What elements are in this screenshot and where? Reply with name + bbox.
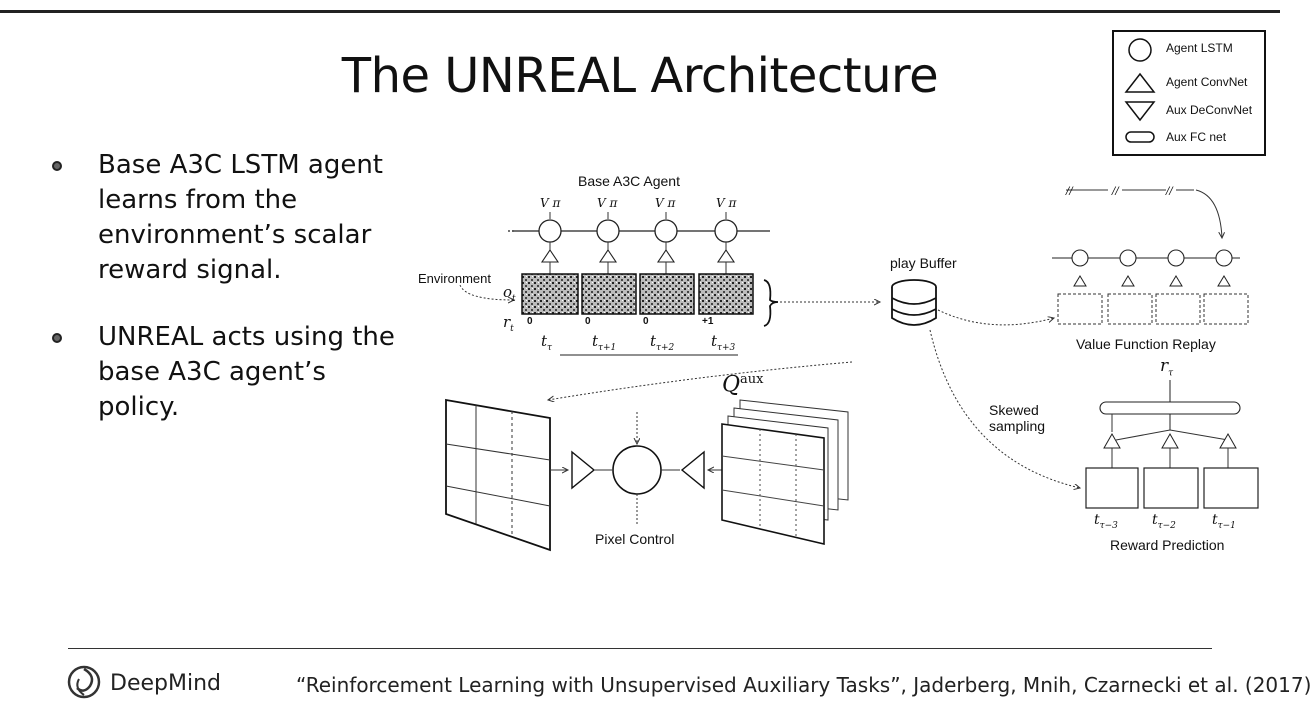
legend: Agent LSTM Agent ConvNet Aux DeConvNet A… bbox=[1112, 30, 1266, 156]
legend-item-aux-fc-net: Aux FC net bbox=[1124, 127, 1264, 149]
legend-label: Aux FC net bbox=[1166, 130, 1227, 144]
convnet-node bbox=[540, 249, 560, 263]
value-policy-label: V π bbox=[540, 196, 561, 210]
legend-label: Agent ConvNet bbox=[1166, 75, 1248, 89]
bullet-list: Base A3C LSTM agent learns from the envi… bbox=[50, 148, 410, 457]
convnet-node bbox=[716, 249, 736, 263]
reward-prediction-label: Reward Prediction bbox=[1110, 537, 1225, 553]
reward-label: rt bbox=[503, 313, 514, 334]
lstm-node bbox=[596, 219, 620, 243]
observation-frame bbox=[581, 273, 637, 315]
bullet-item: Base A3C LSTM agent learns from the envi… bbox=[50, 148, 410, 288]
replay-buffer-label: play Buffer bbox=[890, 255, 957, 271]
reward-prediction bbox=[1085, 380, 1259, 509]
triangle-down-icon bbox=[1124, 101, 1156, 122]
citation: “Reinforcement Learning with Unsupervise… bbox=[296, 673, 1311, 697]
footer-rule bbox=[68, 648, 1212, 649]
architecture-diagram: // // // bbox=[445, 186, 1259, 552]
time-label: tτ−3 bbox=[1094, 512, 1118, 531]
time-label: tτ+3 bbox=[711, 332, 736, 353]
value-policy-label: V π bbox=[597, 196, 618, 210]
brace bbox=[763, 279, 779, 327]
value-policy-label: V π bbox=[716, 196, 737, 210]
legend-item-agent-convnet: Agent ConvNet bbox=[1124, 72, 1264, 94]
base-agent-chain bbox=[459, 212, 779, 356]
reward-value: 0 bbox=[643, 316, 649, 327]
convnet-node bbox=[656, 249, 676, 263]
value-function-replay: // // // bbox=[1052, 186, 1249, 325]
triangle-up-icon bbox=[1124, 72, 1156, 93]
convnet-node bbox=[598, 249, 618, 263]
pixel-control bbox=[445, 398, 849, 552]
observation-frame bbox=[698, 273, 754, 315]
value-function-replay-label: Value Function Replay bbox=[1076, 336, 1216, 352]
environment-label: Environment bbox=[418, 271, 491, 286]
svg-text://: // bbox=[1165, 186, 1174, 197]
observation-frame bbox=[521, 273, 579, 315]
lstm-node bbox=[654, 219, 678, 243]
slide-title: The UNREAL Architecture bbox=[341, 48, 939, 104]
deepmind-logo-icon bbox=[67, 665, 101, 699]
top-rule bbox=[0, 10, 1280, 13]
logo-text: DeepMind bbox=[110, 671, 221, 696]
time-label: tτ+1 bbox=[592, 332, 617, 353]
bullet-icon bbox=[52, 333, 62, 343]
time-label: tτ−2 bbox=[1152, 512, 1176, 531]
bullet-item: UNREAL acts using the base A3C agent’s p… bbox=[50, 320, 410, 425]
svg-text://: // bbox=[1111, 186, 1120, 197]
time-label: tτ bbox=[541, 332, 553, 353]
reward-value: 0 bbox=[585, 316, 591, 327]
value-policy-label: V π bbox=[655, 196, 676, 210]
time-label: tτ+2 bbox=[650, 332, 675, 353]
observation-frame bbox=[639, 273, 695, 315]
q-aux-label: Qaux bbox=[722, 372, 764, 398]
circle-icon bbox=[1128, 38, 1152, 62]
svg-text://: // bbox=[1065, 186, 1074, 197]
reward-value: 0 bbox=[527, 316, 533, 327]
base-agent-label: Base A3C Agent bbox=[578, 173, 680, 189]
lstm-node bbox=[714, 219, 738, 243]
bullet-icon bbox=[52, 161, 62, 171]
legend-item-agent-lstm: Agent LSTM bbox=[1124, 38, 1264, 62]
legend-label: Agent LSTM bbox=[1166, 41, 1233, 55]
pixel-control-label: Pixel Control bbox=[595, 531, 675, 547]
lstm-node bbox=[538, 219, 562, 243]
bullet-text: UNREAL acts using the base A3C agent’s p… bbox=[98, 322, 395, 422]
legend-item-aux-deconvnet: Aux DeConvNet bbox=[1124, 100, 1264, 122]
rounded-rect-icon bbox=[1125, 131, 1155, 143]
reward-target-label: rτ bbox=[1160, 356, 1174, 379]
legend-label: Aux DeConvNet bbox=[1166, 103, 1253, 117]
observation-label: ot bbox=[503, 283, 516, 304]
time-label: tτ−1 bbox=[1212, 512, 1236, 531]
bullet-text: Base A3C LSTM agent learns from the envi… bbox=[98, 150, 383, 285]
database-icon bbox=[891, 279, 937, 326]
reward-value: +1 bbox=[702, 316, 714, 327]
